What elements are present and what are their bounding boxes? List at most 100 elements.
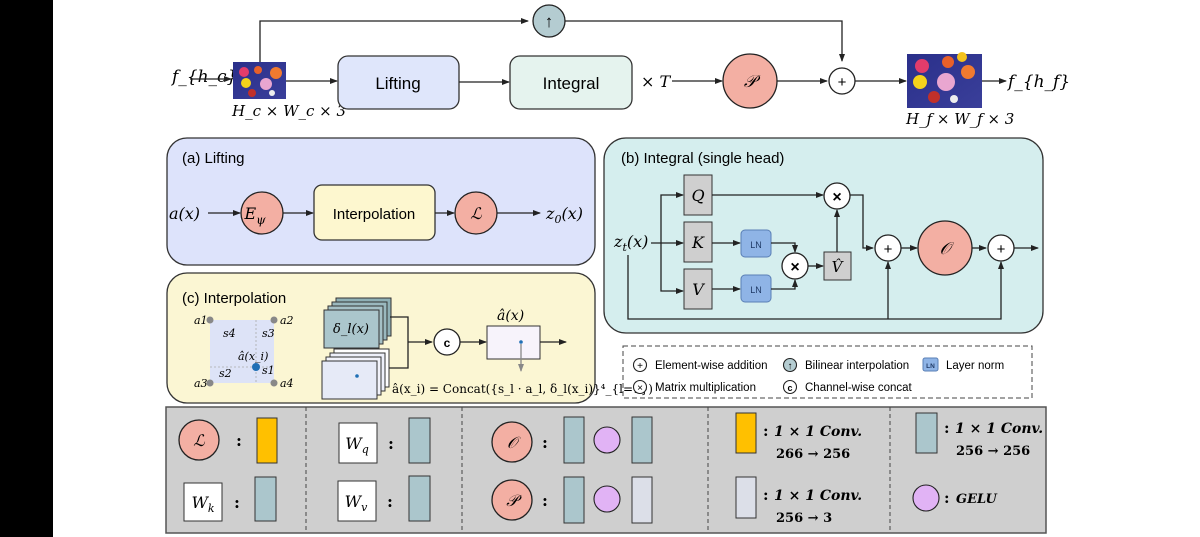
corner-point [270,379,278,387]
legend-label: Bilinear interpolation [805,360,909,372]
conv-orange-dims: 266 → 256 [776,447,850,462]
integral-block [509,55,633,110]
corner-point [206,379,214,387]
wv-block [337,480,377,522]
interp-output-map [486,325,541,360]
panel-lifting: (a) Lifting a(x) Eψ Interpolation ℒ z0(x… [166,137,596,266]
skip-connection [259,18,529,62]
point-label: â(x_i) [238,350,268,363]
gelu-circle [593,426,621,454]
conv-label: 1 × 1 Conv. [955,421,1043,437]
integral-label: Integral [543,74,600,93]
conv-teal-legend [915,412,938,454]
wv-label: Wv [345,492,368,514]
encoder-symbol: Eψ [243,204,266,227]
query-block [683,174,713,216]
delta-label: δ_l(x) [333,322,369,337]
vhat-block [823,251,852,281]
colon: : [763,486,769,504]
legend-label: Layer norm [946,360,1004,372]
add-symbol: + [884,241,893,258]
lift-operator-key [178,419,220,461]
value-label: V [692,280,705,299]
colon: : [542,433,548,452]
lifting-label: Lifting [375,74,420,93]
conv-teal-block [254,476,277,522]
symbol-legend: + Element-wise addition ↑ Bilinear inter… [622,345,1033,399]
gelu-legend-circle [912,484,940,512]
input-dims: H_c × W_c × 3 [231,102,346,120]
corner-label: a2 [280,314,294,327]
conv-teal-block [408,475,431,522]
output-operator-key [491,421,533,463]
conv-teal-block [563,416,585,464]
arrow [771,242,798,253]
gelu-circle [593,485,621,513]
colon: : [763,422,769,440]
upsample-symbol: ↑ [545,12,554,31]
key-label: K [691,233,705,252]
conv-label: 1 × 1 Conv. [774,488,862,504]
area-label: s2 [219,367,232,380]
output-label: f_{h_f} [1006,72,1070,92]
connector [390,316,409,342]
interp-output-label: â(x) [497,308,524,324]
delta-feature-stack: δ_l(x) [323,297,392,349]
matmul-symbol: × [790,259,799,276]
top-pipeline: f_{h_c} H_c × W_c × 3 ↑ Lifting Integral… [170,4,1070,128]
wq-block [338,422,378,464]
panel-c-title: (c) Interpolation [182,290,286,307]
connector [389,342,409,369]
corner-point [270,316,278,324]
corner-label: a1 [194,314,208,327]
query-label: Q [691,186,704,205]
conv-light-legend [735,476,757,519]
legend-label: Element-wise addition [655,360,768,372]
wq-label: Wq [345,434,369,456]
interpolation-label: Interpolation [333,206,416,223]
area-label: s1 [262,364,275,377]
panel-integral: (b) Integral (single head) zt(x) Q K V L… [603,137,1044,334]
colon: : [944,489,950,507]
integral-input-label: zt(x) [613,232,648,254]
add-symbol: + [838,74,847,91]
conv-teal-block [563,476,585,524]
colon: : [387,492,393,511]
times-icon [632,379,648,395]
panel-b-title: (b) Integral (single head) [621,150,784,167]
arrow [660,243,684,294]
corner-label: a4 [280,377,294,390]
concat-symbol: c [444,336,451,350]
svg-text:LN: LN [926,363,935,370]
colon: : [944,419,950,437]
legend-label: Matrix multiplication [655,382,756,394]
colon: : [388,434,394,453]
svg-text:↑: ↑ [788,361,793,372]
output-dims: H_f × W_f × 3 [905,110,1014,128]
panel-interpolation: (c) Interpolation a1 a2 a3 a4 s4 s3 s2 s… [166,272,653,404]
conv-label: 1 × 1 Conv. [774,424,862,440]
value-block [683,268,713,310]
query-point [252,363,260,371]
arrow [660,192,684,243]
ln-label: LN [750,285,762,295]
svg-text:+: + [637,361,643,372]
matmul-symbol: × [832,189,841,206]
conv-light-dims: 256 → 3 [776,511,832,526]
lifting-input-label: a(x) [169,204,200,223]
colon: : [542,491,548,510]
svg-text:c: c [787,383,792,393]
lift-symbol: ℒ [470,204,482,223]
lifting-output-label: z0(x) [545,204,583,226]
conv-teal-block [408,417,431,464]
skip-connection-out [565,20,845,62]
black-margin-band [0,0,53,537]
wk-label: Wk [191,493,214,515]
area-label: s4 [223,327,236,340]
gelu-label: GELU [956,492,997,507]
vhat-label: V̂ [832,258,845,276]
corner-point [206,316,214,324]
colon: : [234,493,240,512]
projection-operator-key [491,479,533,521]
